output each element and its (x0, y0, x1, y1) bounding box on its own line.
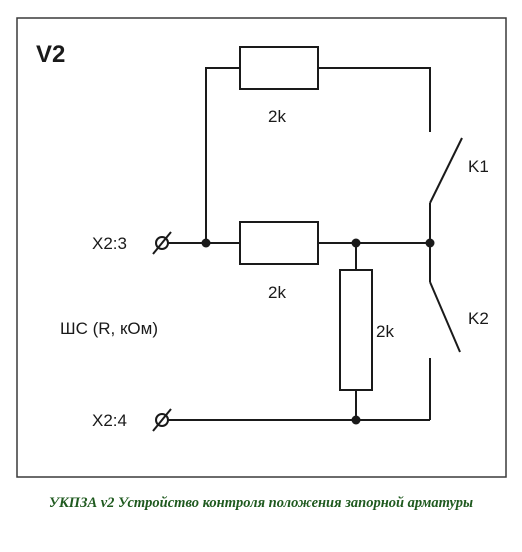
junction-dot (201, 238, 211, 248)
terminal-x23-label: X2:3 (92, 234, 127, 253)
terminal-x23 (152, 231, 172, 255)
switch-k2-label: K2 (468, 309, 489, 328)
wire-top-branch-left (205, 67, 240, 243)
junction-dot (425, 238, 435, 248)
junction-dot (351, 415, 361, 425)
resistor-r2 (239, 221, 319, 265)
terminal-x24-label: X2:4 (92, 411, 127, 430)
figure-caption: УКПЗА v2 Устройство контроля положения з… (48, 495, 474, 511)
switch-k1-label: K1 (468, 157, 489, 176)
resistor-r1-label: 2k (268, 107, 286, 126)
terminal-x24 (152, 408, 172, 432)
loop-label: ШС (R, кОм) (60, 319, 158, 338)
resistor-r2-label: 2k (268, 283, 286, 302)
diagram-title: V2 (36, 41, 65, 68)
resistor-r3 (339, 269, 373, 391)
resistor-r3-label: 2k (376, 322, 394, 341)
switch-k1-contact (429, 137, 463, 204)
diagram-frame (16, 17, 507, 478)
junction-dot (351, 238, 361, 248)
resistor-r1 (239, 46, 319, 90)
wire-top-branch-right (318, 67, 431, 132)
switch-k2-contact (429, 281, 461, 353)
